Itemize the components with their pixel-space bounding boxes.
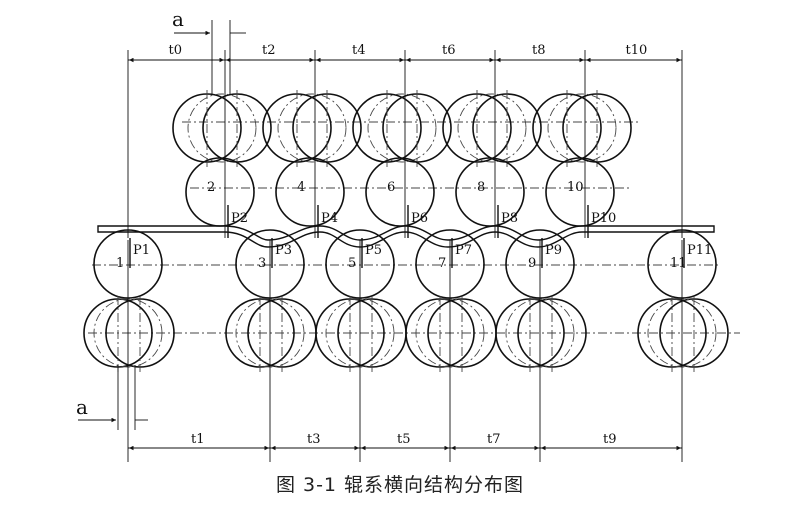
strip: [97, 225, 715, 248]
bottom-dimension-label: t9: [603, 432, 617, 447]
roll-number-label: 11: [670, 256, 687, 271]
force-label: P1: [133, 243, 150, 258]
force-label: P8: [501, 211, 518, 226]
section-marker-bottom: a: [76, 395, 88, 419]
top-dimension-label: t6: [442, 43, 456, 58]
backup-roll-upper-hidden: [187, 93, 257, 163]
roll-number-label: 4: [297, 180, 305, 195]
top-dimension-label: t8: [532, 43, 546, 58]
label-layer: a a: [76, 7, 184, 419]
force-label: P9: [545, 243, 562, 258]
force-label: P6: [411, 211, 428, 226]
roll-number-label: 9: [528, 256, 536, 271]
bottom-dimension-label: t1: [191, 432, 205, 447]
top-dimension-label: t4: [352, 43, 366, 58]
roll-number-label: 8: [477, 180, 485, 195]
work-roll-upper: [545, 157, 615, 227]
roll-number-label: 10: [567, 180, 584, 195]
force-label: P5: [365, 243, 382, 258]
work-roll-upper: [365, 157, 435, 227]
backup-roll-upper-hidden: [277, 93, 347, 163]
roll-number-label: 7: [438, 256, 446, 271]
top-dimension-label: t2: [262, 43, 276, 58]
force-label: P3: [275, 243, 292, 258]
top-dimension-label: t0: [169, 43, 183, 58]
force-label: P4: [321, 211, 338, 226]
section-marker-top: a: [172, 7, 184, 31]
roll-number-label: 6: [387, 180, 395, 195]
work-roll-upper: [455, 157, 525, 227]
force-label: P7: [455, 243, 472, 258]
top-dimension-label: t10: [626, 43, 648, 58]
bottom-dimension-label: t5: [397, 432, 411, 447]
backup-roll-upper-hidden: [367, 93, 437, 163]
roll-number-label: 5: [348, 256, 356, 271]
bottom-dimension-label: t7: [487, 432, 501, 447]
backup-roll-upper-hidden: [547, 93, 617, 163]
roll-number-label: 3: [258, 256, 266, 271]
work-roll-upper: [275, 157, 345, 227]
force-label: P10: [591, 211, 616, 226]
work-roll-upper: [185, 157, 255, 227]
force-label: P11: [687, 243, 712, 258]
figure-caption: 图 3-1 辊系横向结构分布图: [275, 474, 525, 496]
bottom-dimension-label: t3: [307, 432, 321, 447]
backup-roll-upper-hidden: [457, 93, 527, 163]
roll-number-label: 2: [207, 180, 215, 195]
force-label: P2: [231, 211, 248, 226]
roll-number-label: 1: [116, 256, 124, 271]
